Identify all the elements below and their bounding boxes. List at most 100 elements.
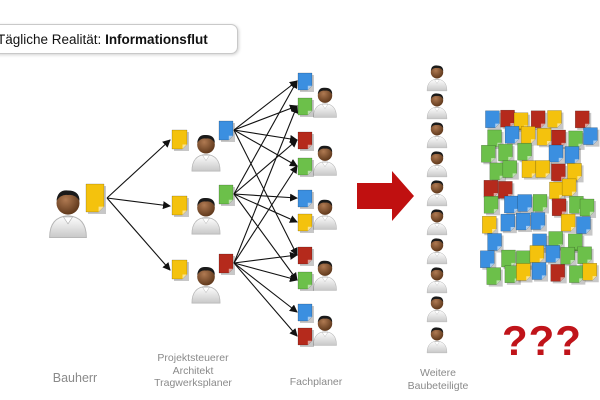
flow-arrow-line	[233, 104, 298, 131]
question-marks: ???	[502, 317, 582, 364]
label-bauherr: Bauherr	[52, 371, 98, 385]
document-icon-cloud	[582, 263, 599, 283]
flow-arrow-line	[106, 139, 171, 199]
document-icon-cloud	[487, 233, 504, 253]
nodes	[49, 65, 448, 354]
document-icon-fachplaner-6	[297, 213, 314, 233]
document-icon-mid-3	[171, 259, 189, 281]
document-icon-mid-out-1	[218, 120, 235, 142]
document-icon-cloud	[504, 125, 522, 146]
document-icon-cloud	[502, 160, 519, 180]
document-icon-cloud	[560, 213, 578, 234]
document-icon-cloud	[579, 198, 597, 219]
person-icon-weitere-6	[426, 209, 448, 236]
document-icon-cloud	[551, 198, 569, 218]
flow-arrow-line	[106, 197, 171, 210]
person-icon-weitere-9	[426, 296, 448, 323]
title-prefix: Tägliche Realität:	[0, 32, 106, 47]
document-icon-cloud	[532, 194, 549, 214]
flow-arrow-line	[106, 197, 171, 271]
document-icon-mid-out-2	[218, 184, 235, 206]
person-icon-weitere-8	[426, 267, 448, 294]
document-icon-cloud	[500, 213, 517, 234]
document-icon-cloud	[483, 180, 500, 200]
document-icon-cloud	[545, 245, 562, 265]
document-icon-cloud	[551, 129, 568, 150]
person-icon-mid-3	[191, 266, 221, 304]
document-icon-cloud	[487, 129, 504, 149]
document-icon-cloud	[485, 110, 502, 130]
document-icon-cloud	[529, 245, 546, 265]
document-icon-cloud	[483, 196, 501, 216]
document-icon-fachplaner-2	[297, 97, 314, 117]
label-baubeteiligte: Baubeteiligte	[407, 379, 469, 392]
person-icon-fachplaner-4	[313, 260, 337, 291]
flow-arrow-line	[233, 193, 298, 202]
person-icon-weitere-5	[426, 180, 448, 207]
flow-arrow-line	[233, 262, 298, 313]
document-icon-cloud	[515, 212, 533, 233]
document-icon-cloud	[583, 127, 600, 147]
document-icon-cloud	[489, 162, 506, 182]
document-icon-cloud	[550, 264, 567, 284]
flow-arrow-line	[233, 262, 298, 337]
label-projektsteuerer: Projektsteuerer	[157, 352, 229, 364]
document-icon-cloud	[576, 216, 593, 236]
document-icon-cloud	[498, 143, 515, 164]
big-right-arrow-icon	[357, 171, 414, 221]
label-architekt: Architekt	[172, 364, 214, 377]
flow-arrow-line	[233, 129, 298, 167]
document-icon-cloud	[486, 267, 503, 287]
document-icon-cloud	[574, 110, 592, 130]
document-icon-cloud	[480, 250, 497, 270]
person-icon-weitere-10	[426, 327, 448, 354]
document-icon-fachplaner-7	[297, 246, 314, 266]
flow-arrow-line	[233, 80, 298, 195]
document-icon-cloud	[517, 142, 534, 163]
document-icon-fachplaner-10	[297, 327, 314, 347]
document-icon-cloud	[500, 109, 517, 130]
document-icon-mid-2	[171, 195, 189, 217]
document-icon-cloud	[568, 130, 585, 150]
person-icon-weitere-3	[426, 122, 448, 149]
flow-arrow-line	[233, 262, 298, 283]
connection-lines	[106, 80, 299, 337]
title-emphasis: Informationsflut	[105, 32, 208, 47]
document-icon-fachplaner-4	[297, 157, 314, 177]
person-icon-mid-2	[191, 197, 221, 235]
flow-arrow-line	[233, 165, 298, 264]
person-icon-mid-1	[191, 134, 221, 172]
document-icon-cloud	[530, 212, 547, 232]
document-icon-cloud	[567, 163, 584, 183]
document-icon-cloud	[548, 144, 565, 165]
person-icon-weitere-7	[426, 238, 448, 265]
document-icon-cloud	[531, 262, 549, 282]
document-icon-cloud	[517, 194, 534, 214]
person-icon-fachplaner-5	[313, 315, 337, 346]
document-icon-fachplaner-3	[297, 131, 314, 151]
person-icon-fachplaner-3	[313, 199, 337, 230]
label-fachplaner: Fachplaner	[289, 376, 343, 388]
document-icon-mid-1	[171, 129, 189, 151]
flow-arrow-line	[233, 129, 298, 143]
label-projekt-group: Projektsteuerer Architekt Tragwerksplane…	[138, 352, 248, 390]
flow-arrow-line	[233, 251, 298, 264]
document-icon-cloud	[551, 163, 568, 183]
document-icon-cloud	[535, 160, 552, 180]
document-icon-bauherr	[85, 183, 106, 214]
document-icon-cloud	[504, 195, 521, 216]
document-icon-cloud	[530, 110, 548, 130]
document-cloud	[480, 109, 600, 287]
label-weitere-group: Weitere Baubeteiligte	[395, 367, 481, 392]
person-icon-weitere-4	[426, 151, 448, 178]
person-icon-fachplaner-2	[313, 145, 337, 176]
document-icon-cloud	[520, 126, 538, 146]
document-icon-cloud	[536, 127, 554, 148]
label-weitere: Weitere	[420, 367, 456, 379]
document-icon-cloud	[501, 249, 518, 270]
person-icon-fachplaner-1	[313, 87, 337, 118]
document-icon-cloud	[549, 181, 566, 202]
label-tragwerksplaner: Tragwerksplaner	[154, 377, 232, 389]
